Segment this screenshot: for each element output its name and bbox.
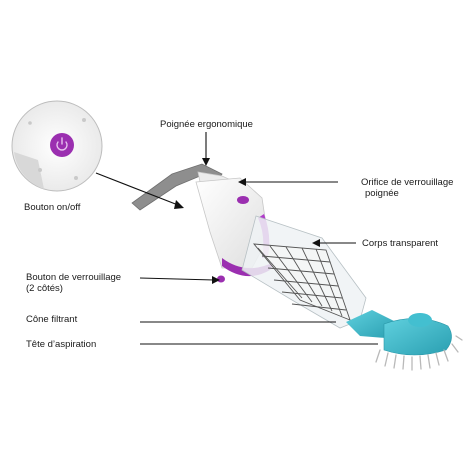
label-lock-hole: Orifice de verrouillage poignée — [361, 177, 453, 199]
label-lock-button: Bouton de verrouillage (2 côtés) — [26, 272, 121, 294]
label-handle: Poignée ergonomique — [160, 119, 253, 130]
power-button[interactable] — [50, 133, 74, 157]
label-filter-cone: Cône filtrant — [26, 314, 78, 325]
label-suction-head: Tête d’aspiration — [26, 339, 97, 350]
label-power-button: Bouton on/off — [24, 202, 81, 213]
lock-button[interactable] — [217, 275, 225, 283]
suction-head — [346, 310, 463, 371]
power-icon — [56, 137, 68, 151]
power-leader — [95, 172, 179, 206]
lock-button-leader — [139, 277, 215, 281]
label-transparent-body: Corps transparent — [362, 238, 439, 249]
handle-arrowhead — [202, 158, 210, 166]
label-lock-hole-line1: Orifice de verrouillage — [361, 177, 454, 188]
label-lock-hole-line2: poignée — [365, 188, 399, 199]
leader-lines — [95, 132, 378, 345]
power-button-closeup — [11, 100, 103, 192]
label-lock-button-line1: Bouton de verrouillage — [26, 272, 122, 283]
filter-cone — [252, 243, 351, 321]
label-lock-button-line2: (2 côtés) — [26, 283, 63, 294]
